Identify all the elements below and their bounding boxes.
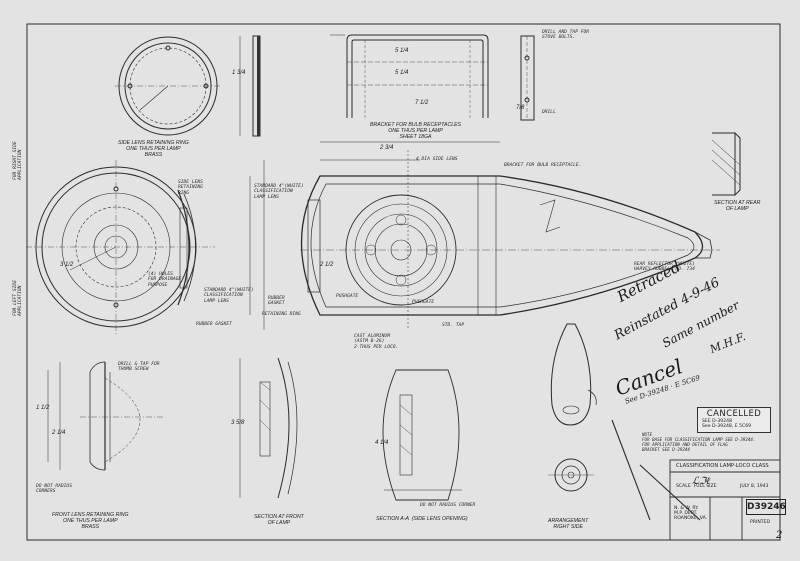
front-ring-corner-note: DO NOT RADIUS CORNERS — [36, 484, 72, 495]
title-block-railway: N. & W. RY. M.P. DEPT. ROANOKE, VA. — [674, 506, 708, 522]
dim-10: 2 1/2 — [320, 262, 334, 268]
dim-9: 7/8 — [516, 105, 525, 111]
caption-section-front: SECTION AT FRONT OF LAMP — [254, 514, 304, 526]
drawing-number: D39246 — [746, 499, 786, 515]
dim-1: 2 3/4 — [380, 145, 394, 151]
caption-front-ring: FRONT LENS RETAINING RING ONE THUS PER L… — [52, 512, 129, 530]
caption-bracket: BRACKET FOR BULB RECEPTACLES ONE THUS PE… — [370, 122, 461, 140]
dim-8: 3 5/8 — [231, 420, 245, 426]
main-standard-lens-label: STANDARD 4"(WHITE) CLASSIFICATION LAMP L… — [254, 184, 304, 200]
title-block-date: JULY 8, 1943 — [740, 484, 769, 489]
right-app-label: FOR RIGHT SIDE APPLICATION — [13, 141, 24, 180]
pushgate-label-2: PUSHGATE — [412, 300, 435, 305]
main-retaining-ring-label: RETAINING RING — [262, 312, 301, 317]
std-tap-label: STD. TAP — [442, 323, 465, 328]
left-app-label: FOR LEFT SIDE APPLICATION — [13, 280, 24, 316]
pushgate-label-1: PUSHGATE — [336, 294, 359, 299]
title-block-frame — [669, 459, 781, 541]
dim-5: 1 3/4 — [232, 70, 246, 76]
title-block-printed: PRINTED — [750, 520, 770, 525]
drawing-note: NOTE FOR BASE FOR CLASSIFICATION LAMP SE… — [642, 432, 756, 452]
cancelled-stamp-line1: SEE D-39248 — [702, 419, 732, 424]
bracket-drill-note: DRILL AND TAP FOR STOVE BOLTS. — [542, 30, 590, 41]
side-lens-ring-label: SIDE LENS RETAINING RING — [178, 180, 203, 196]
cast-aluminum-label: CAST ALUMINUM (ASTM B-26) 2-THUS PER LOC… — [354, 334, 399, 350]
side-gasket-label: RUBBER GASKET — [196, 322, 232, 327]
caption-section-aa: SECTION A-A (SIDE LENS OPENING) — [376, 516, 468, 522]
side-lens-opening-label: 4 DIA SIDE LENS — [416, 157, 458, 162]
section-rear-view — [711, 132, 741, 196]
main-plan-view — [249, 141, 720, 330]
bracket-receptacle-label: BRACKET FOR BULB RECEPTACLE. — [504, 163, 582, 168]
side-view — [26, 160, 215, 335]
side-lens-ring-view — [115, 35, 261, 137]
dim-4: 7 1/2 — [415, 100, 429, 106]
dim-3: 5 1/4 — [395, 70, 409, 76]
bracket-drill-label: DRILL — [542, 110, 556, 115]
front-ring-tap-note: DRILL & TAP FOR THUMB SCREW — [118, 362, 160, 373]
front-ring-view — [47, 361, 165, 471]
dim-6: 1 1/2 — [36, 405, 50, 411]
cancelled-stamp-line2: See D-39248, E 5C69 — [702, 424, 752, 429]
cancelled-stamp-title: CANCELLED — [706, 409, 762, 419]
dim-7: 2 1/4 — [52, 430, 66, 436]
cancelled-stamp: CANCELLED SEE D-39248 See D-39248, E 5C6… — [697, 407, 771, 433]
title-block-scale: SCALE FULL SIZE — [676, 484, 717, 489]
caption-side-lens-ring: SIDE LENS RETAINING RING ONE THUS PER LA… — [118, 140, 189, 158]
dim-2: 5 1/4 — [395, 48, 409, 54]
title-block-signature: ℒℑℓ — [692, 476, 711, 487]
corner-mark: 2 — [776, 530, 783, 541]
cancel-strokes — [611, 419, 651, 521]
bracket-view — [330, 34, 535, 121]
title-block-title: CLASSIFICATION LAMP-LOCO CLASS — [676, 463, 769, 469]
caption-section-rear: SECTION AT REAR OF LAMP — [714, 200, 761, 212]
caption-arrangement: ARRANGEMENT RIGHT SIDE — [548, 518, 589, 530]
dim-12: 3 1/2 — [60, 262, 74, 268]
section-front-view — [239, 357, 298, 499]
rear-reflector-label: REAR REFLECTOR (WHITE) HARVEY HUBBELL NO… — [634, 262, 695, 273]
arrangement-view — [548, 323, 597, 492]
main-rubber-gasket-label: RUBBER GASKET — [268, 296, 285, 307]
dim-11: 4 1/4 — [375, 440, 389, 446]
sheet-border — [26, 23, 781, 541]
section-aa-corner-note: DO NOT RADIUS CORNER — [420, 503, 476, 508]
section-aa-view — [382, 369, 462, 501]
holes-label: (4) HOLES FOR DRAINAGE PURPOSE — [148, 272, 182, 288]
side-standard-lens-label: STANDARD 4"(WHITE) CLASSIFICATION LAMP L… — [204, 288, 254, 304]
